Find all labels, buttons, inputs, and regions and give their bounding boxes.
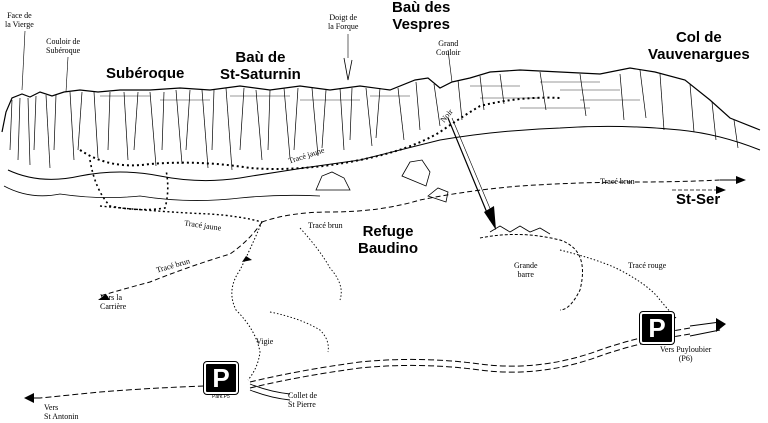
label-grand-couloir: Grand Couloir <box>436 39 461 58</box>
label-col-vauvenargues-line1: Col de <box>675 29 722 46</box>
label-face-vierge: Face de la Vierge <box>5 11 34 30</box>
direction-carriere-line1: Vers la <box>100 293 122 302</box>
label-grande-barre: Grande barre <box>514 261 538 280</box>
label-couloir-line2: Subéroque <box>46 45 81 55</box>
label-bau-st-saturnin-line2: St-Saturnin <box>220 65 301 83</box>
label-doigt-line2: la Forque <box>328 21 359 31</box>
trail-jaune-descent <box>89 159 169 211</box>
parking-plate-left: Park.P5 <box>212 394 230 400</box>
label-doigt-forque: Doigt de la Forque <box>328 13 359 32</box>
road-upper <box>249 327 691 383</box>
label-bau-vespres: Baù des Vespres <box>392 0 450 33</box>
road-st-antonin <box>39 385 205 399</box>
label-collet-st-pierre: Collet de St Pierre <box>288 391 318 410</box>
trail-vigie <box>231 221 263 381</box>
direction-st-antonin-line1: Vers <box>44 403 59 412</box>
label-face-vierge-line1: Face de <box>7 11 32 20</box>
trail-brun-left <box>99 221 263 297</box>
label-face-vierge-line2: la Vierge <box>5 19 34 29</box>
label-bau-vespres-line2: Vespres <box>392 15 450 33</box>
label-collet-line2: St Pierre <box>288 399 316 409</box>
direction-puyloubier: Vers Puyloubier (P6) <box>660 345 712 364</box>
label-collet-line1: Collet de <box>288 391 318 400</box>
direction-puyloubier-line2: (P6) <box>678 353 693 363</box>
st-ser-arrow <box>716 186 726 194</box>
trail-jaune <box>79 96 561 170</box>
label-couloir-line1: Couloir de <box>46 37 81 46</box>
trail-rouge <box>559 249 677 319</box>
couloir-arrow <box>447 117 491 221</box>
label-couloir-suberoque: Couloir de Subéroque <box>46 37 81 56</box>
direction-puyloubier-line1: Vers Puyloubier <box>660 345 712 354</box>
trail-brun <box>261 179 721 223</box>
label-col-vauvenargues-line2: Vauvenargues <box>648 45 750 63</box>
label-refuge-line2: Baudino <box>358 239 418 257</box>
label-doigt-line1: Doigt de <box>329 13 358 22</box>
boulders <box>315 159 449 203</box>
label-vigie: Vigie <box>256 337 274 346</box>
label-grand-couloir-line2: Couloir <box>436 47 461 57</box>
parking-sign-left: P <box>203 361 239 395</box>
label-bau-st-saturnin: Baù de St-Saturnin <box>220 49 301 83</box>
label-grande-barre-line2: barre <box>517 269 534 279</box>
label-refuge-line1: Refuge <box>362 223 414 240</box>
doigt-pinnacle <box>343 57 353 81</box>
label-suberoque: Subéroque <box>106 65 185 82</box>
leader-lines <box>21 30 453 93</box>
label-st-ser: St-Ser <box>676 191 721 208</box>
direction-carriere-line2: Carrière <box>100 301 127 311</box>
cliff-hatching <box>9 69 739 171</box>
trail-label-rouge: Tracé rouge <box>628 261 667 270</box>
label-bau-vespres-line1: Baù des <box>392 0 451 16</box>
direction-carriere: Vers la Carrière <box>100 293 127 312</box>
trail-label-brun-right: Tracé brun <box>600 177 635 186</box>
parking-sign-right: P <box>639 311 675 345</box>
road-lower <box>249 333 691 389</box>
foothill-line <box>3 185 321 201</box>
grande-barre <box>479 233 583 311</box>
ridge-base <box>7 125 761 182</box>
trail-label-brun-mid: Tracé brun <box>308 221 343 230</box>
label-refuge-baudino: Refuge Baudino <box>358 223 418 257</box>
label-bau-st-saturnin-line1: Baù de <box>235 49 286 66</box>
ridge-texture <box>100 81 640 109</box>
ridge-outline <box>1 67 761 133</box>
direction-st-antonin-line2: St Antonin <box>44 411 79 421</box>
label-col-vauvenargues: Col de Vauvenargues <box>648 29 750 63</box>
direction-st-antonin: Vers St Antonin <box>44 403 79 422</box>
label-grande-barre-line1: Grande <box>514 261 538 270</box>
label-grand-couloir-line1: Grand <box>438 39 459 48</box>
